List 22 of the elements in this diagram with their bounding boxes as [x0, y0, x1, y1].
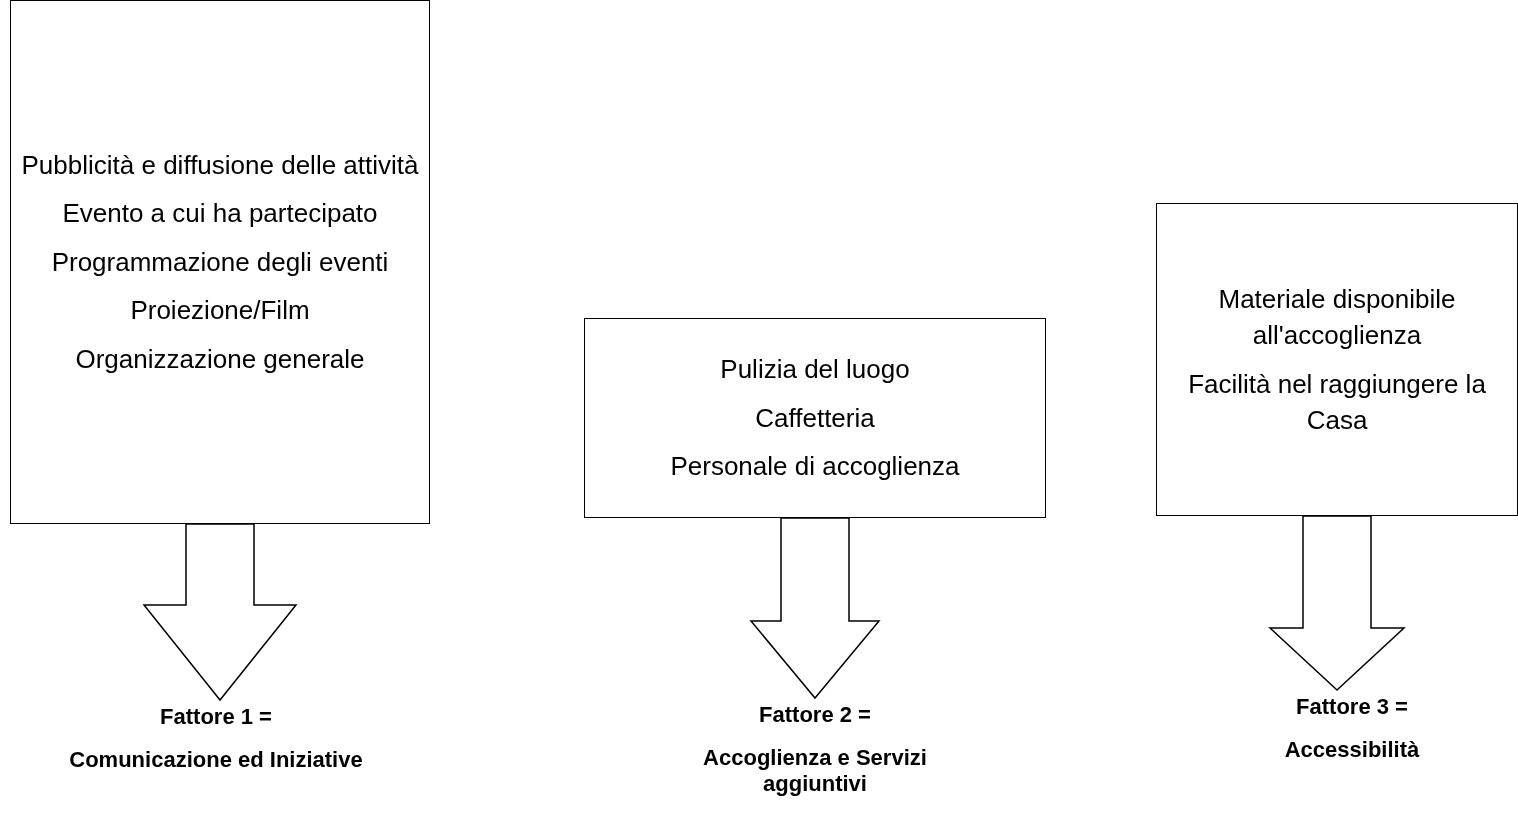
list-item: Facilità nel raggiungere la Casa [1187, 367, 1487, 437]
item-list-box [10, 0, 430, 524]
factor-label: Fattore 2 = [759, 702, 871, 728]
list-item: Caffetteria [755, 401, 875, 435]
list-item: Programmazione degli eventi [51, 245, 389, 279]
factor-label: Fattore 3 = [1296, 694, 1408, 720]
block-arrow [142, 523, 298, 702]
factor-label: Accoglienza e Servizi aggiuntivi [702, 745, 928, 796]
list-item: Pubblicità e diffusione delle attività [21, 149, 419, 182]
list-item: Pulizia del luogo [720, 353, 910, 387]
list-item: Proiezione/Film [130, 294, 310, 328]
item-list-box [584, 318, 1046, 518]
block-arrow [1268, 515, 1406, 692]
factor-label: Accessibilità [1284, 737, 1420, 763]
list-item: Organizzazione generale [75, 342, 365, 376]
factor-label: Fattore 1 = [160, 704, 272, 730]
list-item: Evento a cui ha partecipato [62, 197, 378, 231]
item-list-box [1156, 203, 1518, 516]
factor-label: Comunicazione ed Iniziative [69, 747, 363, 773]
block-arrow [749, 517, 881, 700]
list-item: Materiale disponibile all'accoglienza [1217, 282, 1457, 353]
list-item: Personale di accoglienza [670, 450, 960, 484]
